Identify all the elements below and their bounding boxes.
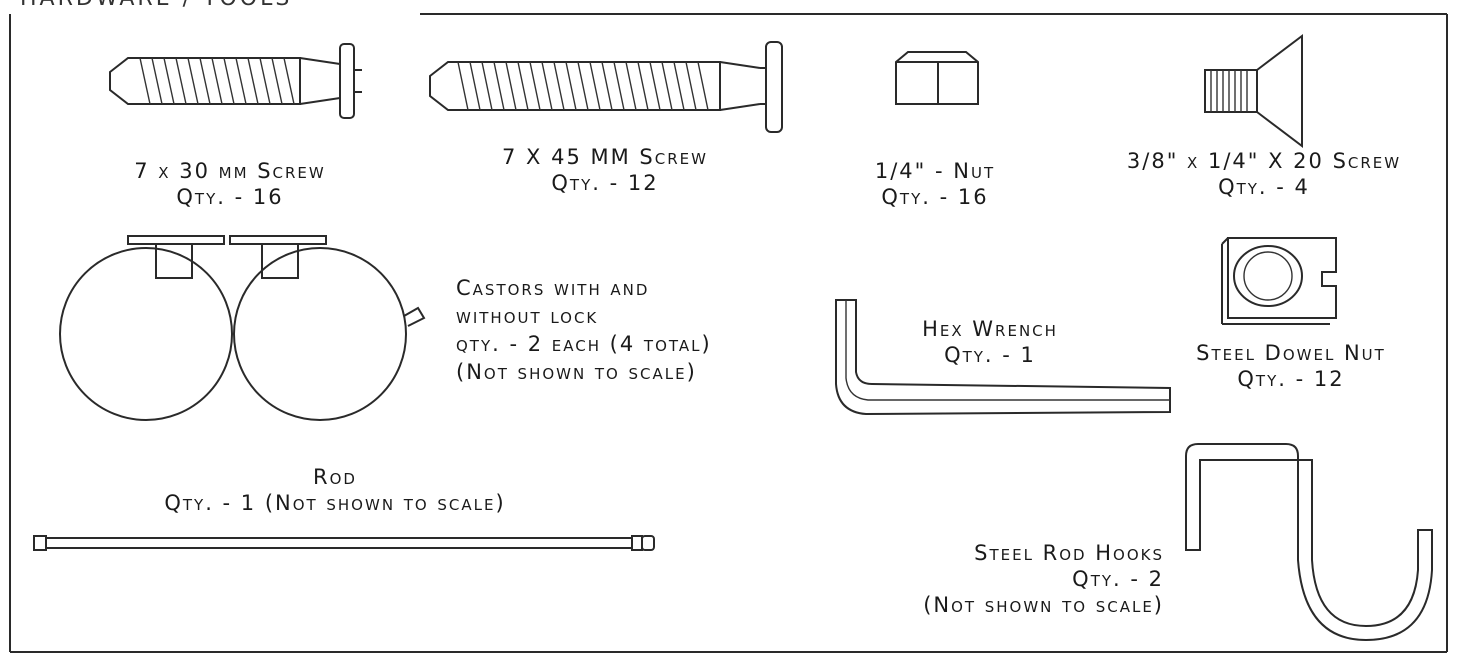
rod-label: Rod Qty. - 1 (Not shown to scale) xyxy=(60,464,610,516)
screw-45mm-name: 7 X 45 MM Screw xyxy=(502,145,708,169)
castor-with-lock-drawing xyxy=(229,235,426,421)
rod-hooks-label: Steel Rod Hooks Qty. - 2 (Not shown to s… xyxy=(802,540,1164,618)
screw-30mm-label: 7 x 30 mm Screw Qty. - 16 xyxy=(80,158,380,210)
hex-wrench-name: Hex Wrench xyxy=(922,317,1058,341)
hex-wrench-qty: Qty. - 1 xyxy=(944,343,1036,367)
section-header: HARDWARE / TOOLS xyxy=(20,0,292,11)
rod-qty: Qty. - 1 (Not shown to scale) xyxy=(164,491,506,515)
hex-wrench-drawing xyxy=(835,299,1171,416)
rod-hooks-qty: Qty. - 2 xyxy=(1072,567,1164,591)
nut-drawing xyxy=(895,51,979,105)
screw-20-label: 3/8" x 1/4" X 20 Screw Qty. - 4 xyxy=(1078,148,1450,200)
dowel-nut-name: Steel Dowel Nut xyxy=(1196,341,1386,365)
screw-30mm-name: 7 x 30 mm Screw xyxy=(134,159,326,183)
hex-wrench-label: Hex Wrench Qty. - 1 xyxy=(872,316,1108,368)
castors-line-4: (Not shown to scale) xyxy=(456,360,697,384)
screw-45mm-qty: Qty. - 12 xyxy=(551,171,659,195)
nut-qty: Qty. - 16 xyxy=(881,185,989,209)
rod-hooks-name: Steel Rod Hooks xyxy=(974,541,1164,565)
nut-label: 1/4" - Nut Qty. - 16 xyxy=(840,158,1030,210)
screw-30mm-drawing xyxy=(109,43,362,119)
dowel-nut-drawing xyxy=(1221,237,1337,325)
screw-45mm-drawing xyxy=(429,41,783,133)
rod-hooks-note: (Not shown to scale) xyxy=(923,593,1164,617)
rod-name: Rod xyxy=(313,465,357,489)
castors-line-3: qty. - 2 each (4 total) xyxy=(456,332,712,356)
screw-45mm-label: 7 X 45 MM Screw Qty. - 12 xyxy=(440,144,770,196)
screw-20-qty: Qty. - 4 xyxy=(1218,175,1310,199)
rod-drawing xyxy=(33,535,655,551)
dowel-nut-qty: Qty. - 12 xyxy=(1237,367,1345,391)
dowel-nut-label: Steel Dowel Nut Qty. - 12 xyxy=(1146,340,1436,392)
frame xyxy=(9,13,1448,653)
castors-label: Castors with and without lock qty. - 2 e… xyxy=(456,274,826,386)
screw-20-name: 3/8" x 1/4" X 20 Screw xyxy=(1126,149,1402,173)
rod-hook-drawing xyxy=(1185,443,1433,642)
castor-without-lock-drawing xyxy=(59,235,233,421)
castors-line-2: without lock xyxy=(456,304,599,328)
screw-20-drawing xyxy=(1204,33,1303,149)
castors-line-1: Castors with and xyxy=(456,276,650,300)
screw-30mm-qty: Qty. - 16 xyxy=(176,185,284,209)
nut-name: 1/4" - Nut xyxy=(874,159,996,183)
